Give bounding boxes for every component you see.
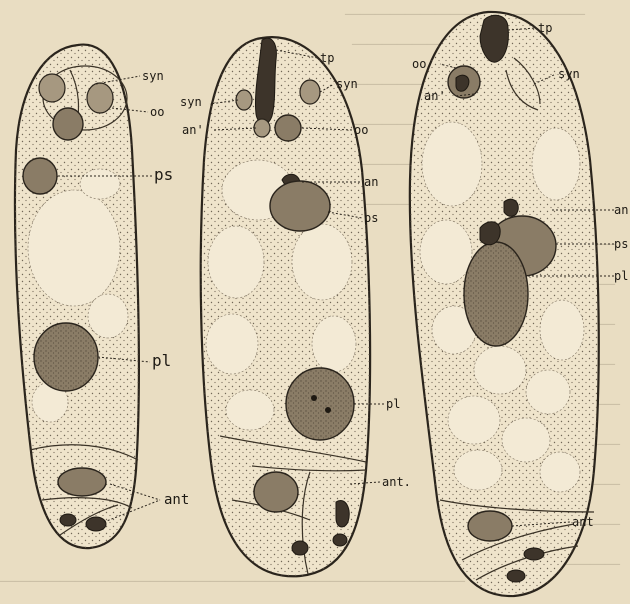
label-an-right: an (614, 203, 628, 217)
label-an-prime-right: an' (424, 89, 446, 103)
label-ps-right: ps (614, 237, 628, 251)
label-ps-middle: ps (364, 211, 378, 225)
label-ant-middle: ant. (382, 475, 411, 489)
label-oo-left: oo (150, 105, 164, 119)
label-pl-right: pl (614, 269, 628, 283)
svg-text:——————————————————————————————: ——————————————————————————————— (0, 573, 466, 589)
label-ps-left: ps (154, 165, 173, 184)
label-oo-middle: oo (354, 123, 368, 137)
label-tp-right: tp (538, 21, 552, 35)
label-syn-middle-right: syn (336, 77, 358, 91)
label-pl-left: pl (152, 351, 171, 370)
label-syn-left: syn (142, 69, 164, 83)
label-ant-left: ant (164, 492, 189, 508)
label-oo-right: oo (412, 57, 426, 71)
label-syn-middle-left: syn (180, 95, 202, 109)
label-syn-right: syn (558, 67, 580, 81)
label-pl-middle: pl (386, 397, 400, 411)
label-an-middle: an (364, 175, 378, 189)
label-an-prime-middle: an' (182, 123, 204, 137)
label-tp-middle: tp (320, 51, 334, 65)
label-ant-right: ant (572, 515, 594, 529)
embryo-sac-left (15, 45, 160, 549)
